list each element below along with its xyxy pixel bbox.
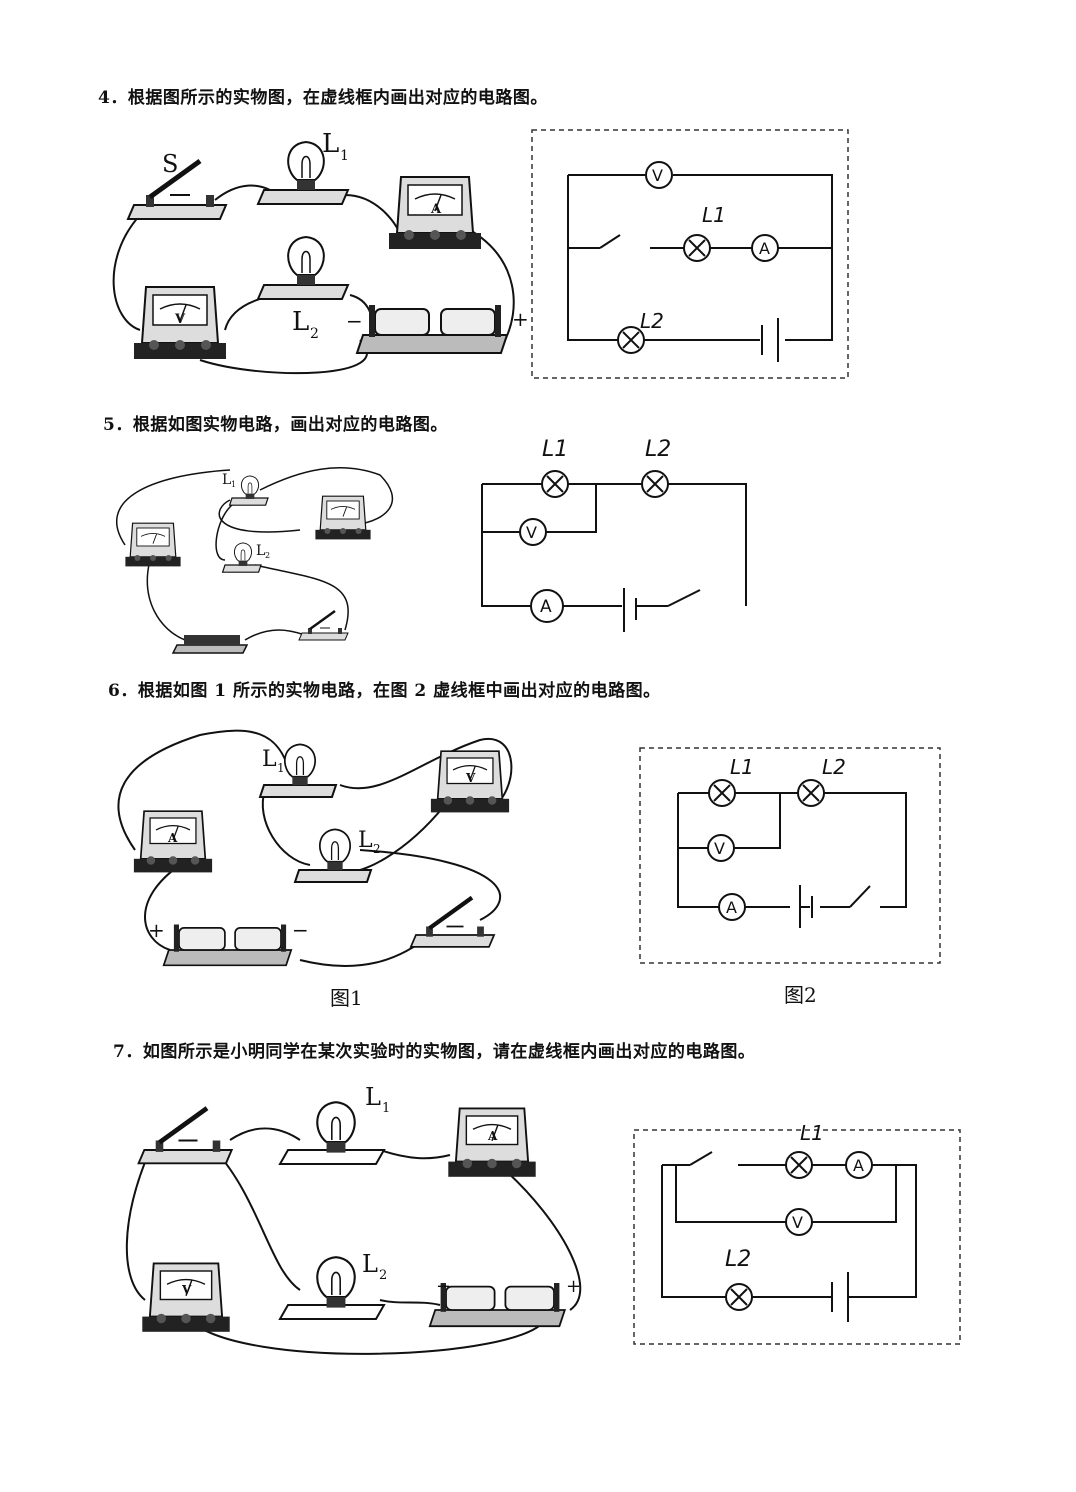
- switch-icon-q6: [411, 898, 494, 947]
- question-6-text: 6．根据如图 1 所示的实物电路，在图 2 虚线框中画出对应的电路图。: [108, 681, 661, 701]
- svg-text:A: A: [540, 597, 552, 617]
- label-s: S: [162, 150, 178, 178]
- voltmeter-label: V: [174, 312, 186, 327]
- label-l1-q6: L: [262, 747, 277, 772]
- battery-plus: +: [512, 307, 529, 331]
- ammeter-symbol-icon: A: [751, 234, 779, 262]
- label-l2-small: L: [256, 543, 265, 559]
- label-l2-sub: 2: [310, 326, 319, 342]
- ammeter-symbol-icon-q6: A: [718, 893, 746, 921]
- battery-small-icon: [171, 635, 249, 654]
- label-l2: L: [292, 307, 309, 337]
- label-l1-small: L: [222, 472, 231, 488]
- voltmeter-symbol-icon-q5: V: [519, 518, 547, 546]
- bulb-l1-icon: [256, 141, 350, 205]
- battery-minus-q7: −: [436, 1276, 451, 1297]
- lamp-l2-symbol-icon-q5: [641, 470, 669, 498]
- voltmeter-label-q6: V: [465, 771, 476, 785]
- ammeter-small-icon: [124, 522, 182, 568]
- svg-text:V: V: [792, 1213, 803, 1232]
- hand-label-l1-q7: L1: [800, 1121, 824, 1145]
- battery-minus-q6: −: [292, 918, 309, 942]
- q5-schematic: V A L1 L2: [481, 437, 747, 632]
- ammeter-symbol-icon-q5: A: [530, 589, 564, 623]
- q5-physical-circuit: L 1 L 2: [116, 467, 393, 654]
- battery-icon-q6: [162, 923, 293, 967]
- label-l1-sub-q7: 1: [382, 1101, 390, 1116]
- voltmeter-icon-q7: [141, 1262, 231, 1333]
- svg-text:A: A: [759, 239, 770, 258]
- lamp-l1-symbol-icon: [683, 234, 711, 262]
- lamp-l1-symbol-icon-q6: [708, 779, 736, 807]
- hand-label-l2: L2: [640, 309, 664, 333]
- svg-text:A: A: [726, 898, 737, 917]
- label-l1-sub: 1: [340, 148, 349, 164]
- lamp-l2-symbol-icon-q7: [725, 1283, 753, 1311]
- hand-label-l2-q6: L2: [822, 755, 846, 779]
- voltmeter-symbol-icon: V: [645, 161, 673, 189]
- battery-minus: −: [346, 309, 363, 333]
- q4-physical-circuit: S L 1 L 2 A V − +: [112, 129, 529, 375]
- bulb-l1-icon-q6: [258, 743, 338, 798]
- battery-plus-q6: +: [148, 918, 165, 942]
- svg-text:A: A: [853, 1156, 864, 1175]
- label-l2-q7: L: [362, 1250, 378, 1278]
- q7-schematic: A V L1 L2: [633, 1121, 961, 1345]
- svg-text:V: V: [652, 166, 663, 185]
- bulb-l2-small-icon: [221, 542, 262, 573]
- lamp-l1-symbol-icon-q7: [785, 1151, 813, 1179]
- label-l1-small-sub: 1: [231, 480, 236, 489]
- ammeter-label-q6: A: [167, 831, 178, 845]
- voltmeter-symbol-icon-q7: V: [785, 1208, 813, 1236]
- ammeter-label-q7: A: [487, 1129, 498, 1143]
- hand-label-l1: L1: [702, 203, 726, 227]
- bulb-l2-icon-q7: [278, 1256, 386, 1320]
- label-l2-q6: L: [358, 828, 373, 853]
- question-4-text: 4．根据图所示的实物图，在虚线框内画出对应的电路图。: [98, 88, 548, 108]
- lamp-l2-symbol-icon-q6: [797, 779, 825, 807]
- label-l1: L: [322, 129, 339, 159]
- switch-small-icon: [297, 609, 350, 642]
- q6-schematic: V A L1 L2 图2: [639, 747, 941, 1007]
- bulb-l1-small-icon: [228, 475, 269, 506]
- bulb-l2-icon: [256, 236, 350, 300]
- figure-2-caption: 图2: [784, 983, 817, 1007]
- hand-label-l2-q5: L2: [645, 437, 671, 462]
- hand-label-l1-q5: L1: [542, 437, 568, 462]
- svg-text:V: V: [526, 523, 537, 542]
- voltmeter-label-q7: V: [181, 1283, 192, 1297]
- q7-physical-circuit: L 1 L 2 A V − +: [125, 1083, 582, 1355]
- figure-1-caption: 图1: [330, 986, 363, 1010]
- ammeter-label: A: [430, 202, 442, 217]
- q4-schematic: V A L1 L2: [531, 129, 849, 379]
- question-5-text: 5．根据如图实物电路，画出对应的电路图。: [103, 415, 448, 435]
- question-7-text: 7．如图所示是小明同学在某次实验时的实物图，请在虚线框内画出对应的电路图。: [113, 1042, 756, 1062]
- battery-icon: [356, 304, 508, 354]
- switch-icon-q7: [139, 1108, 232, 1163]
- lamp-l1-symbol-icon-q5: [541, 470, 569, 498]
- q6-physical-circuit: L 1 L 2 V A + − 图1: [117, 729, 513, 1010]
- hand-label-l2-q7: L2: [725, 1247, 751, 1272]
- label-l1-q7: L: [365, 1083, 381, 1111]
- battery-plus-q7: +: [566, 1276, 581, 1297]
- label-l2-small-sub: 2: [265, 551, 270, 560]
- hand-label-l1-q6: L1: [730, 755, 754, 779]
- label-l2-sub-q7: 2: [379, 1268, 387, 1283]
- label-l1-sub-q6: 1: [277, 761, 285, 775]
- label-l2-sub-q6: 2: [373, 842, 381, 856]
- lamp-l2-symbol-icon: [617, 326, 645, 354]
- voltmeter-symbol-icon-q6: V: [707, 834, 735, 862]
- bulb-l1-icon-q7: [278, 1101, 386, 1165]
- ammeter-symbol-icon-q7: A: [845, 1151, 873, 1179]
- voltmeter-small-icon: [314, 495, 372, 541]
- bulb-l2-icon-q6: [293, 828, 373, 883]
- svg-text:V: V: [714, 839, 725, 858]
